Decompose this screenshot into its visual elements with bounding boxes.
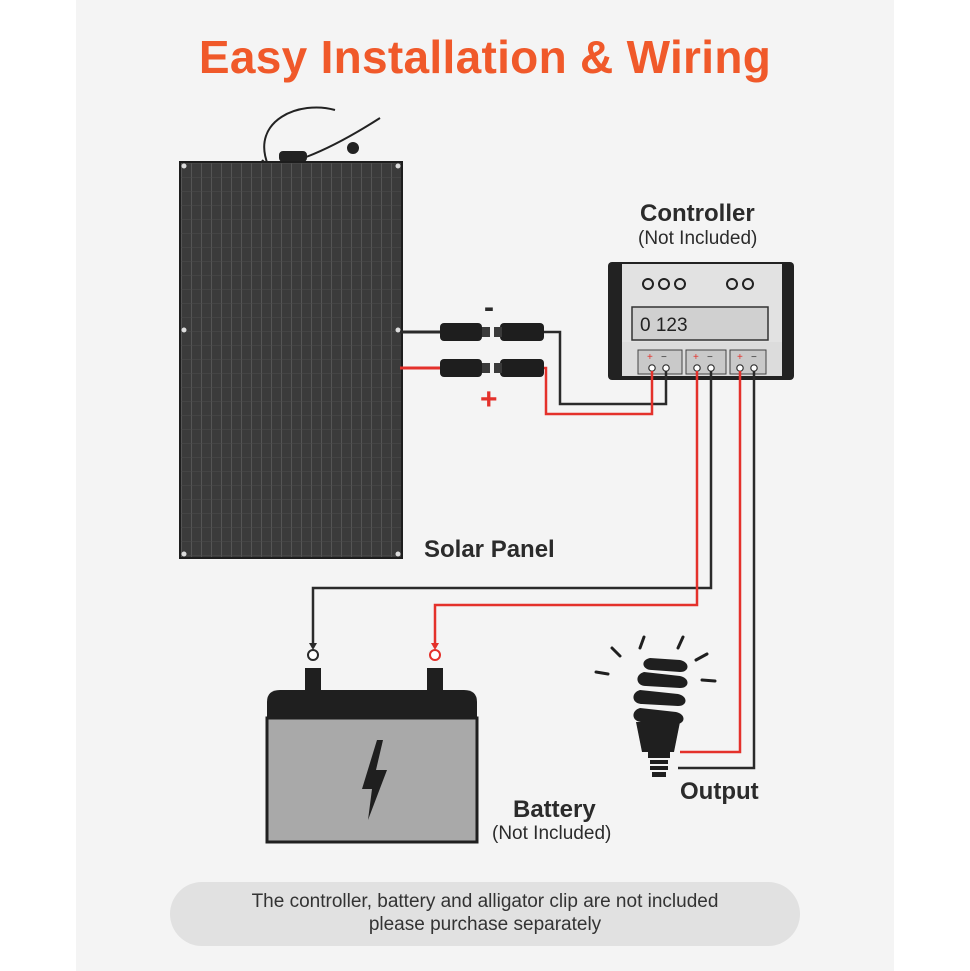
svg-text:−: −	[661, 352, 667, 363]
controller-label: Controller	[640, 200, 755, 227]
svg-text:+: +	[647, 352, 653, 363]
lightning-icon	[362, 740, 387, 820]
output-label: Output	[680, 778, 759, 805]
battery-label: Battery	[513, 796, 596, 823]
minus-sign: -	[484, 291, 494, 324]
footer-notice	[170, 882, 800, 946]
output-wires	[678, 371, 756, 770]
controller-note: (Not Included)	[638, 228, 758, 249]
svg-text:+: +	[737, 352, 743, 363]
svg-text:−: −	[707, 352, 713, 363]
footer-line-1: The controller, battery and alligator cl…	[251, 891, 719, 912]
panel-cable	[261, 106, 381, 166]
solar-panel-label: Solar Panel	[424, 536, 555, 563]
footer-line-2: please purchase separately	[368, 914, 602, 935]
panel-wires	[544, 330, 668, 416]
battery-icon	[265, 649, 479, 844]
mc4-connectors	[400, 323, 544, 377]
page-title: Easy Installation & Wiring	[198, 31, 772, 83]
svg-text:−: −	[751, 352, 757, 363]
light-bulb-icon	[594, 635, 717, 777]
plus-sign: +	[480, 383, 498, 416]
solar-panel-icon	[179, 161, 403, 559]
battery-note: (Not Included)	[492, 823, 612, 844]
battery-wires	[311, 371, 713, 645]
controller-display: 0 123	[640, 315, 688, 336]
svg-text:+: +	[693, 352, 699, 363]
controller-icon: + − + − + −	[608, 262, 794, 380]
